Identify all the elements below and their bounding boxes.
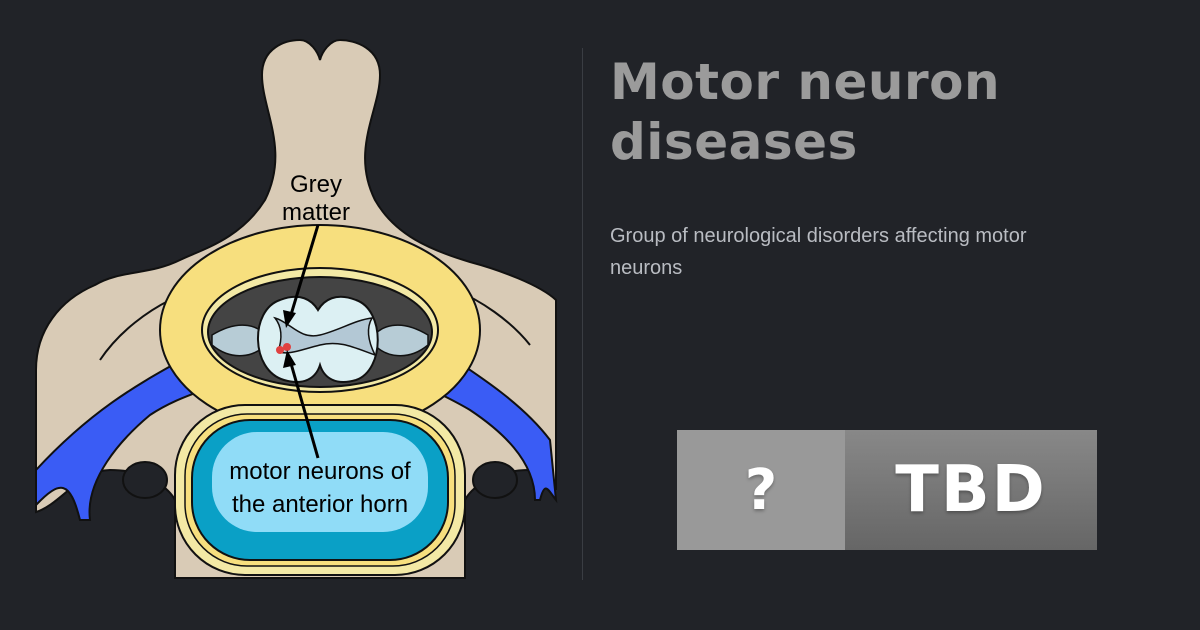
motor-neuron-dot	[283, 343, 291, 351]
page-title: Motor neuron diseases	[610, 53, 1001, 171]
spinal-cord-cross-section-illustration: Grey matter motor neurons of the anterio…	[35, 38, 558, 579]
page-subtitle: Group of neurological disorders affectin…	[610, 225, 1027, 279]
label-grey-matter-line1: Grey	[290, 171, 342, 198]
motor-neuron-dot	[276, 346, 284, 354]
badge-tbd: TBD	[845, 430, 1097, 550]
status-badge: ? TBD	[677, 430, 1097, 550]
label-grey-matter-line2: matter	[282, 199, 350, 226]
nerve-left	[35, 338, 227, 521]
label-motor-neurons-line1: motor neurons of	[229, 458, 411, 485]
vertical-divider	[582, 48, 583, 580]
badge-question-mark: ?	[677, 430, 845, 550]
label-motor-neurons-line2: the anterior horn	[232, 491, 408, 518]
